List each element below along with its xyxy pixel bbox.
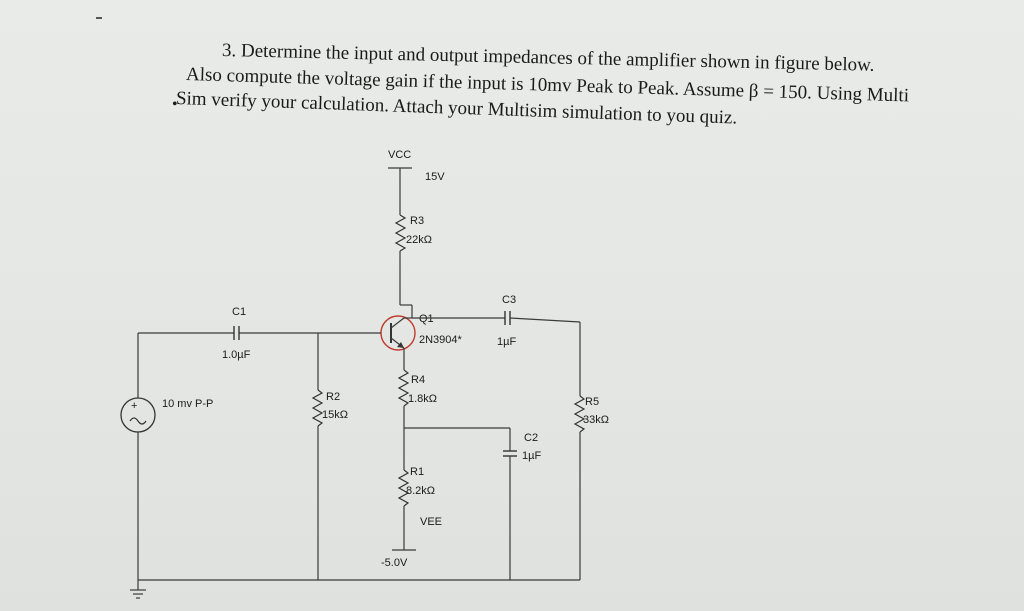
c1-value: 1.0µF — [222, 349, 251, 361]
r2-value: 15kΩ — [322, 409, 348, 421]
resistor-r1: R1 8.2kΩ VEE — [397, 440, 442, 550]
stray-mark — [96, 17, 102, 19]
r4-name: R4 — [411, 374, 425, 386]
vee-label: VEE — [420, 516, 442, 528]
c2-value: 1µF — [522, 450, 541, 462]
resistor-r3: R3 22kΩ — [394, 214, 432, 306]
ground-rail — [130, 579, 580, 599]
r2-name: R2 — [326, 391, 340, 403]
capacitor-c2: C2 1µF — [404, 427, 541, 580]
vee-value: -5.0V — [381, 557, 408, 569]
ac-source: + 10 mv P-P — [120, 333, 213, 590]
bullet-mark: • — [172, 96, 178, 113]
resistor-r4: R4 1.8kΩ — [397, 369, 437, 440]
vcc-supply: VCC 15V — [388, 149, 445, 215]
r1-value: 8.2kΩ — [406, 485, 435, 497]
source-value: 10 mv P-P — [162, 398, 213, 410]
r3-value: 22kΩ — [406, 234, 432, 246]
c3-name: C3 — [502, 294, 516, 306]
r3-name: R3 — [410, 215, 424, 227]
transistor-q1: Q1 2N3904* — [380, 305, 463, 370]
q1-model: 2N3904* — [419, 334, 463, 346]
resistor-r2: R2 15kΩ — [311, 333, 348, 580]
r1-name: R1 — [410, 466, 424, 478]
vee-supply: -5.0V — [381, 549, 416, 569]
resistor-r5: R5 33kΩ — [573, 322, 609, 580]
capacitor-c3: C3 1µF — [412, 294, 581, 348]
r5-name: R5 — [585, 396, 599, 408]
sine-icon — [129, 417, 147, 425]
r4-value: 1.8kΩ — [408, 393, 437, 405]
question-text: 3. Determine the input and output impeda… — [0, 0, 1024, 140]
source-plus-icon: + — [131, 400, 137, 412]
c3-value: 1µF — [497, 336, 516, 348]
capacitor-c1: C1 1.0µF — [138, 306, 381, 361]
c1-name: C1 — [232, 306, 246, 318]
vcc-value: 15V — [425, 171, 445, 183]
q1-name: Q1 — [419, 313, 434, 325]
c2-name: C2 — [524, 432, 538, 444]
r5-value: 33kΩ — [583, 414, 609, 426]
vcc-label: VCC — [388, 149, 411, 161]
